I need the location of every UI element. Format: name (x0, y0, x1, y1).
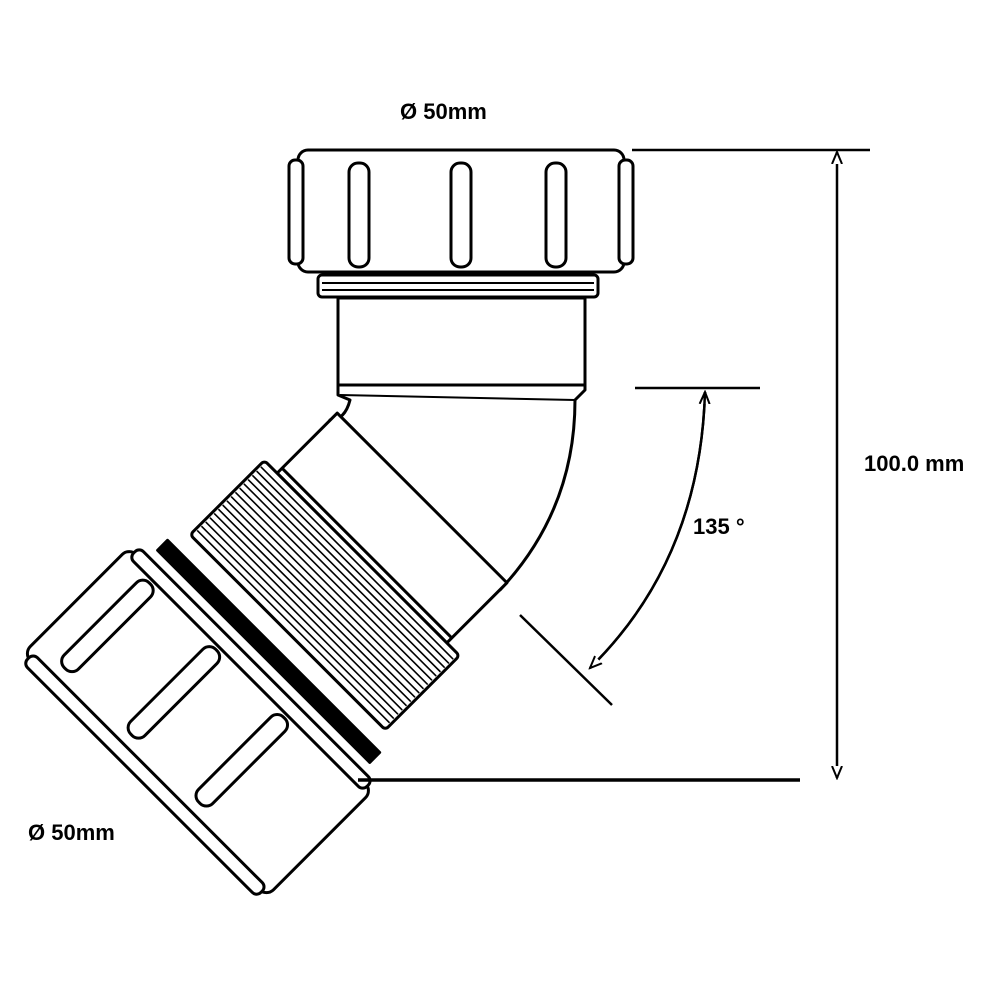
thread-line (256, 470, 450, 664)
nut-rib (347, 161, 371, 269)
thread-line (226, 500, 420, 694)
nut-rib (194, 712, 290, 808)
nut-rib (126, 645, 222, 740)
bottom-nut (24, 548, 372, 896)
thread-line (217, 508, 412, 703)
thread-line (213, 512, 408, 707)
thread-line (209, 517, 403, 711)
dimensions (358, 148, 870, 782)
angle-extension-line (519, 614, 613, 706)
elbow-body (328, 296, 587, 592)
thread-line (260, 466, 454, 660)
top-thread-band (316, 273, 600, 299)
thread-line (200, 525, 395, 720)
thread-line (247, 478, 442, 673)
thread-line (222, 504, 416, 698)
height-label: 100.0 mm (864, 451, 965, 476)
thread-line (234, 491, 429, 686)
nut-rib (449, 161, 473, 269)
top-diameter-label: Ø 50mm (400, 99, 487, 124)
thread-line (230, 495, 425, 690)
gasket-ring (156, 538, 382, 764)
thread-line (205, 521, 399, 715)
thread-section (190, 460, 460, 730)
top-nut (287, 148, 635, 274)
lower-arm (24, 411, 509, 896)
thread-line (196, 529, 391, 724)
thread-line (239, 487, 433, 681)
nut-rib (544, 161, 568, 269)
bottom-diameter-label: Ø 50mm (28, 820, 115, 845)
nut-rib (60, 578, 155, 674)
angle-label: 135 ° (693, 514, 745, 539)
thread-line (243, 483, 437, 677)
angle-arc (589, 392, 705, 669)
thread-line (251, 474, 446, 669)
